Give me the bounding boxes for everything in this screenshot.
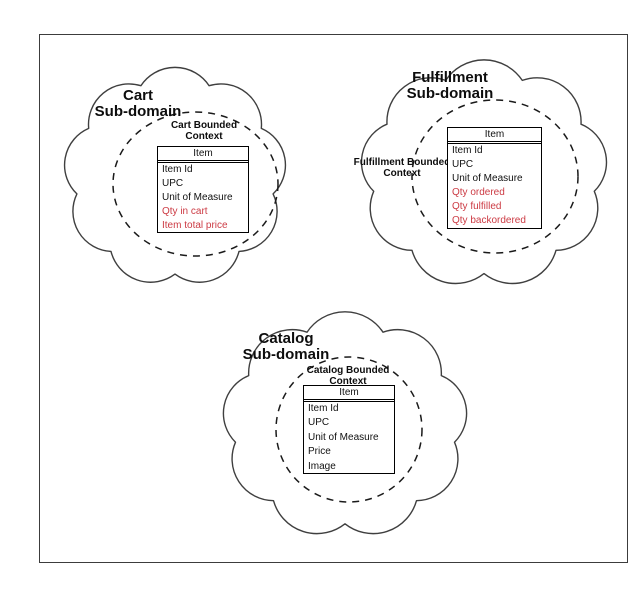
entity-attribute: UPC bbox=[308, 417, 330, 429]
context-label-line: Context bbox=[383, 167, 421, 179]
entity-attribute: Qty fulfilled bbox=[452, 201, 502, 212]
entity-attribute: Qty backordered bbox=[452, 215, 526, 226]
cart-bounded-context-label: Cart Bounded Context bbox=[134, 120, 274, 142]
title-line: Sub-domain bbox=[94, 102, 182, 120]
entity-attribute: Unit of Measure bbox=[308, 431, 379, 443]
fulfillment-subdomain-title: Fulfillment Sub-domain bbox=[380, 70, 520, 101]
context-label-line: Context bbox=[185, 130, 223, 142]
entity-attribute: Qty in cart bbox=[162, 206, 208, 217]
entity-attribute: Price bbox=[308, 446, 331, 458]
entity-attribute: UPC bbox=[452, 159, 474, 170]
entity-header: Item bbox=[304, 386, 394, 400]
entity-attribute: Image bbox=[308, 460, 336, 472]
catalog-subdomain-title: Catalog Sub-domain bbox=[216, 331, 356, 362]
cart-bounded-context-circle bbox=[112, 111, 279, 257]
entity-header: Item bbox=[448, 128, 541, 142]
entity-attribute: Item Id bbox=[308, 403, 339, 414]
fulfillment-bounded-context-label: Fulfillment Bounded Context bbox=[332, 157, 472, 179]
entity-attribute: Unit of Measure bbox=[452, 173, 523, 184]
entity-attribute: Qty ordered bbox=[452, 187, 505, 198]
context-label-line: Context bbox=[329, 375, 367, 387]
context-label-line: Catalog Bounded bbox=[306, 365, 390, 376]
context-label-line: Fulfillment Bounded bbox=[353, 157, 451, 168]
entity-attribute: Item Id bbox=[452, 145, 483, 156]
title-line: Fulfillment bbox=[412, 69, 488, 86]
context-label-line: Cart Bounded bbox=[170, 120, 238, 131]
fulfillment-bounded-context-circle bbox=[411, 99, 579, 254]
title-line: Sub-domain bbox=[242, 345, 330, 363]
title-line: Sub-domain bbox=[406, 84, 494, 102]
catalog-bounded-context-circle bbox=[275, 356, 423, 503]
catalog-bounded-context-label: Catalog Bounded Context bbox=[278, 365, 418, 387]
entity-attribute: UPC bbox=[162, 178, 184, 189]
cart-subdomain-title: Cart Sub-domain bbox=[68, 88, 208, 119]
entity-attribute: Item total price bbox=[162, 220, 228, 231]
entity-header: Item bbox=[158, 147, 248, 161]
dashed-ellipse bbox=[275, 356, 423, 503]
entity-attribute: Item Id bbox=[162, 164, 193, 175]
title-line: Catalog bbox=[258, 330, 314, 347]
entity-attribute: Unit of Measure bbox=[162, 192, 233, 203]
dashed-ellipse bbox=[112, 111, 279, 257]
title-line: Cart bbox=[122, 87, 153, 104]
dashed-ellipse bbox=[411, 99, 579, 254]
